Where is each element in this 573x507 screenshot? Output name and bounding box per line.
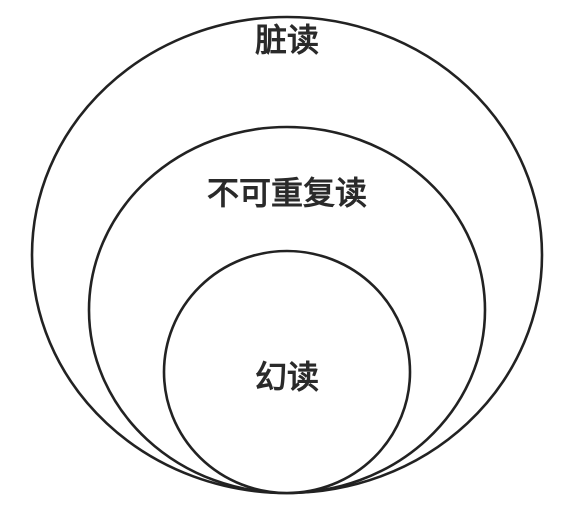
middle-set-label: 不可重复读 bbox=[206, 174, 368, 212]
inner-set-circle bbox=[162, 249, 412, 495]
inner-set-label: 幻读 bbox=[254, 358, 320, 396]
outer-set-label: 脏读 bbox=[254, 21, 320, 59]
